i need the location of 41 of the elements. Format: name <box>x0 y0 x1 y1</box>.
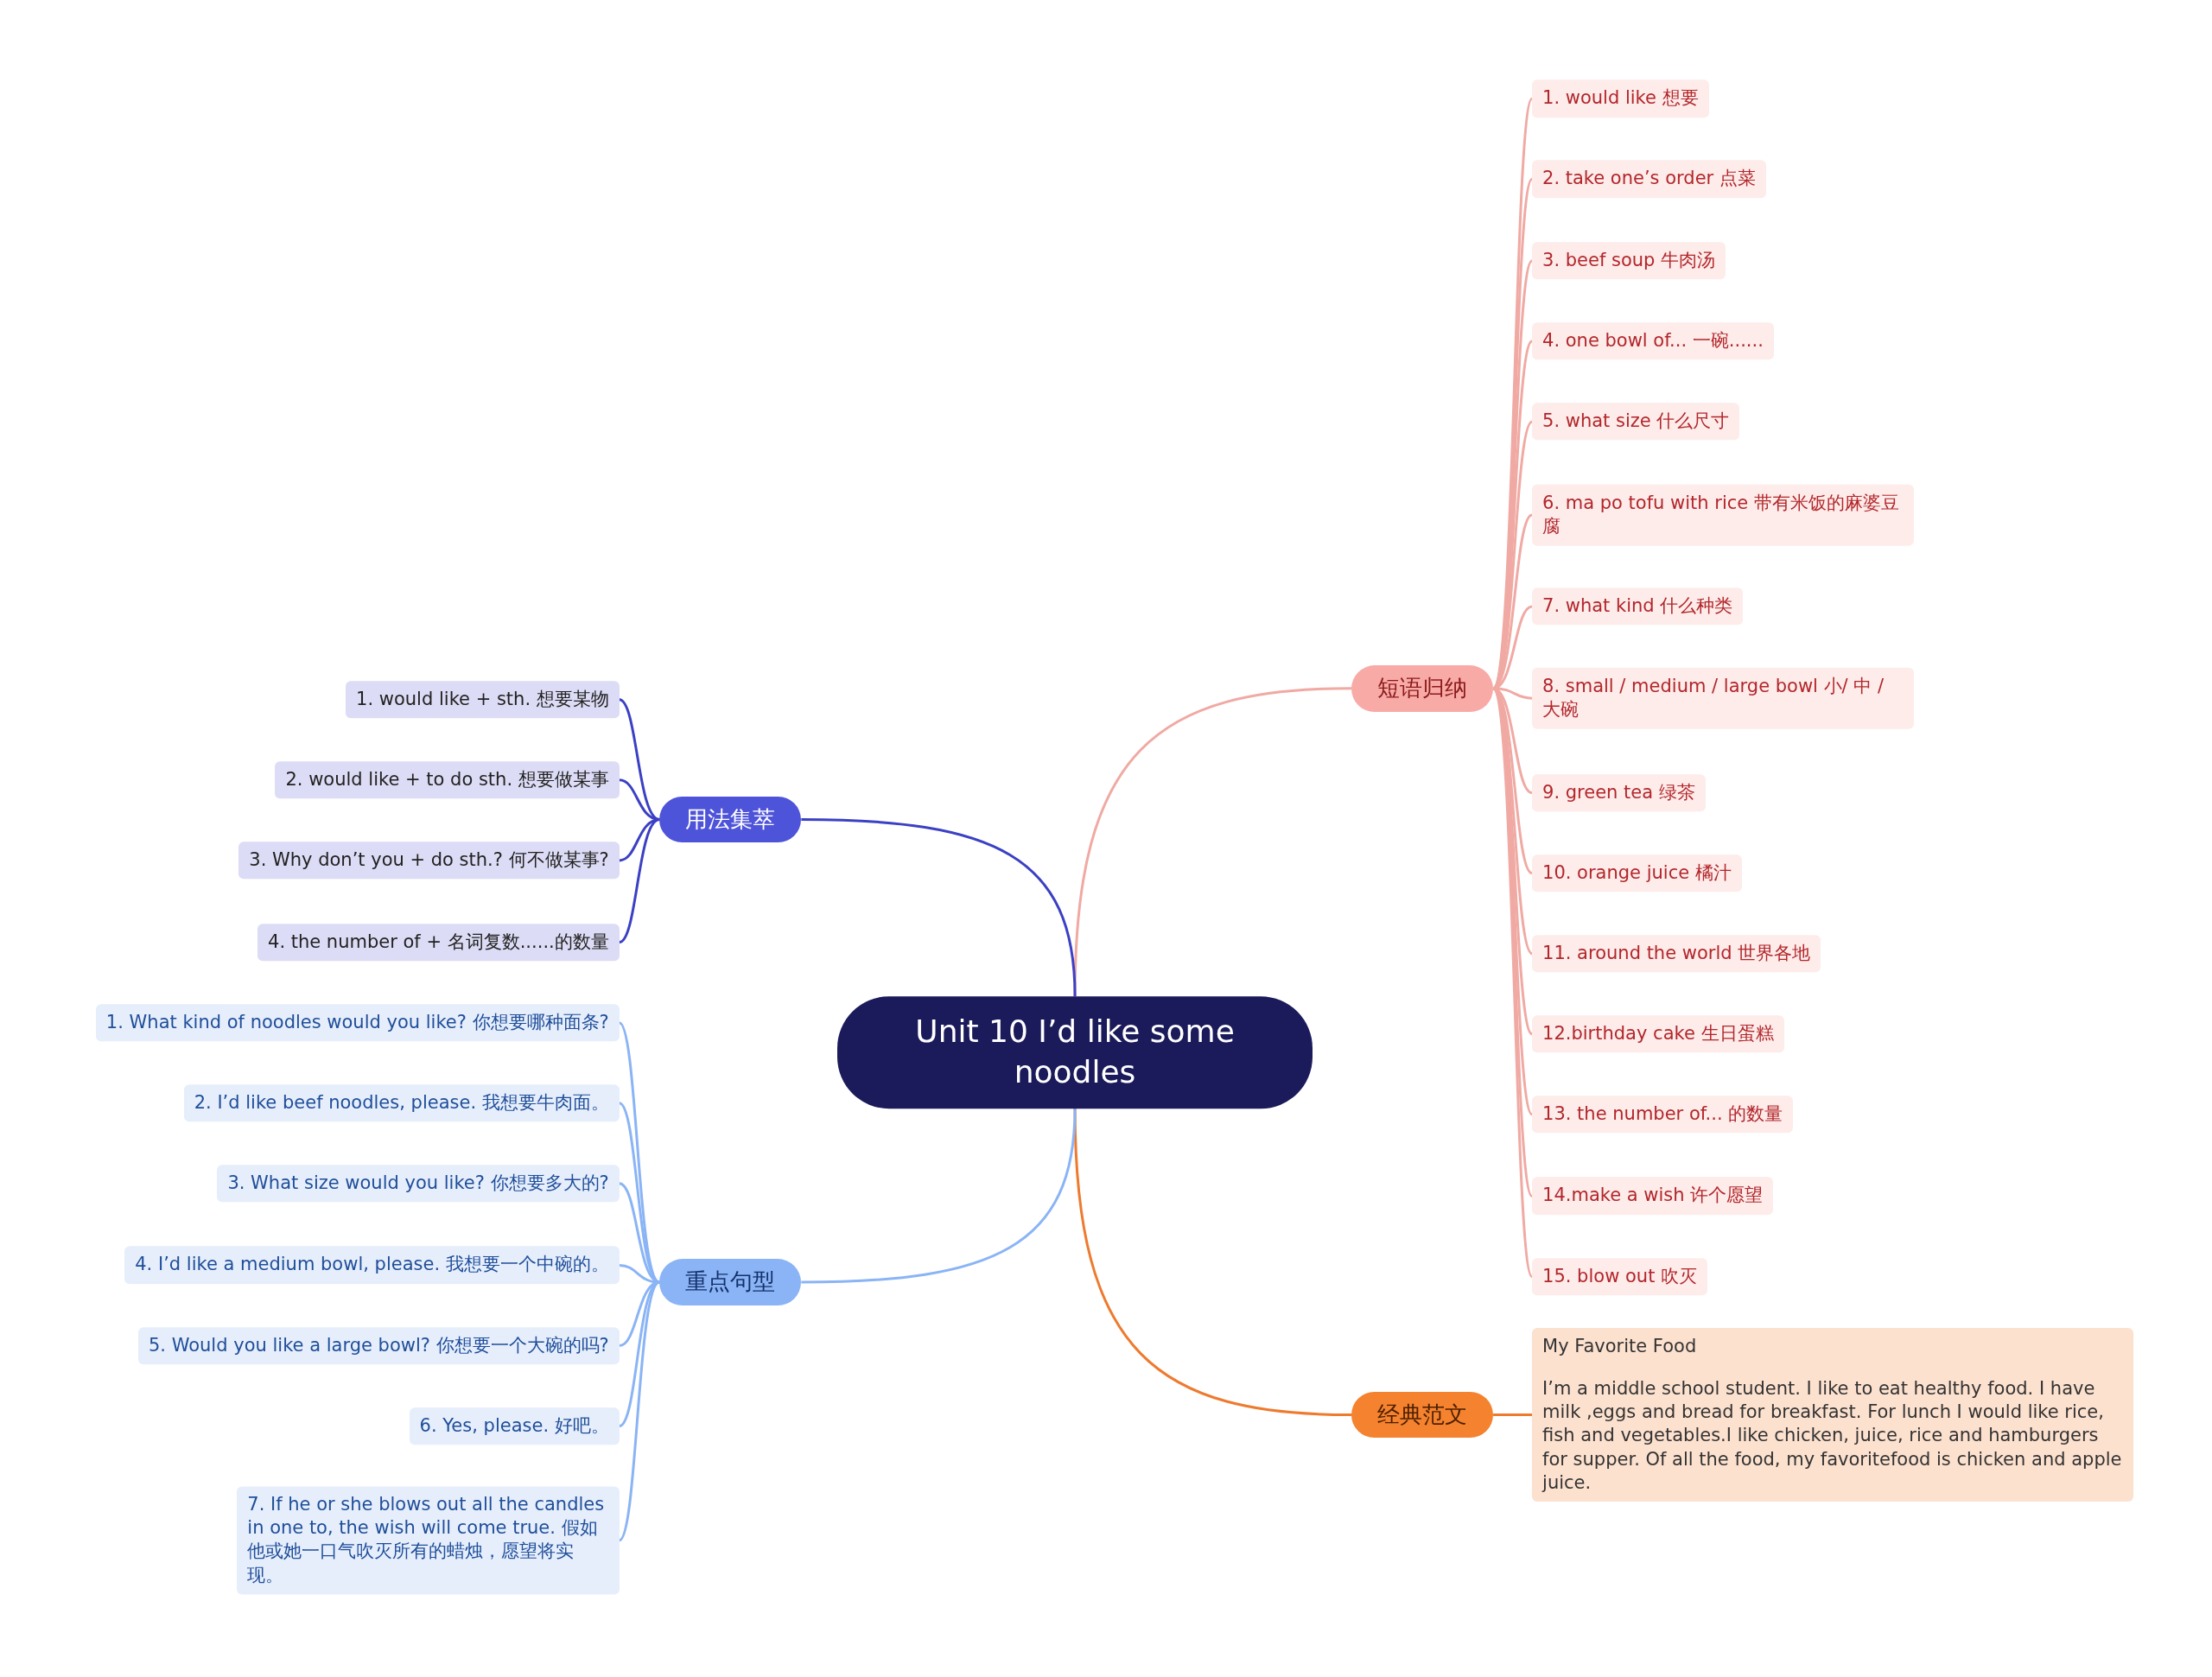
branch-topic-box: 重点句型 <box>659 1259 802 1305</box>
subtopic-box: 1. would like + sth. 想要某物 <box>346 681 620 719</box>
subtopic-box: 4. one bowl of... 一碗...... <box>1532 322 1774 360</box>
subtopic-box: 7. If he or she blows out all the candles in one to, the wish will come true. 假如他或她一口气吹灭所有的蜡烛，愿望将实现。 <box>237 1486 620 1595</box>
subtopic-box: 15. blow out 吹灭 <box>1532 1257 1708 1296</box>
subtopic-box: 2. I’d like beef noodles, please. 我想要牛肉面。 <box>183 1084 620 1122</box>
subtopic-box: 2. would like + to do sth. 想要做某事 <box>275 761 620 799</box>
subtopic-box: 9. green tea 绿茶 <box>1532 773 1706 812</box>
subtopic-box: 12.birthday cake 生日蛋糕 <box>1532 1015 1784 1053</box>
subtopic-box: 3. What size would you like? 你想要多大的? <box>217 1165 620 1203</box>
subtopic-box: 5. what size 什么尺寸 <box>1532 403 1740 441</box>
essay-title: My Favorite Food <box>1542 1334 1698 1358</box>
connector-line <box>619 818 660 862</box>
subtopic-box: 3. beef soup 牛肉汤 <box>1532 242 1726 280</box>
subtopic-box: 11. around the world 世界各地 <box>1532 935 1821 973</box>
subtopic-box: 6. ma po tofu with rice 带有米饭的麻婆豆腐 <box>1532 484 1915 546</box>
subtopic-box: 1. would like 想要 <box>1532 79 1709 118</box>
essay-box <box>1532 1327 2133 1502</box>
connector-line <box>801 1108 1077 1284</box>
essay-paragraph: I’m a middle school student. I like to eat healthy food. I have milk ,eggs and bread for breakfast. For lunch I would like rice, fish and vegetables.I like chicken, juice, rice and hamburgers for supper. Of all the food, my favoritefood is chicken and apple juice. <box>1542 1376 2123 1496</box>
subtopic-box: 8. small / medium / large bowl 小/ 中 / 大碗 <box>1532 667 1915 729</box>
subtopic-box: 14.make a wish 许个愿望 <box>1532 1177 1774 1216</box>
subtopic-box: 1. What kind of noodles would you like? 你想要哪种面条? <box>95 1004 620 1042</box>
branch-topic-box: 用法集萃 <box>659 796 802 843</box>
subtopic-box: 10. orange juice 橘汁 <box>1532 854 1742 892</box>
connector-line <box>618 1281 661 1541</box>
subtopic-box: 3. Why don’t you + do sth.? 何不做某事? <box>238 842 620 880</box>
subtopic-box: 7. what kind 什么种类 <box>1532 588 1744 626</box>
subtopic-box: 2. take one’s order 点菜 <box>1532 160 1766 198</box>
branch-topic-box: 短语归纳 <box>1351 664 1494 712</box>
connector-line <box>801 818 1077 997</box>
subtopic-box: 4. I’d like a medium bowl, please. 我想要一个中碗的。 <box>124 1246 620 1285</box>
connector-line <box>619 818 660 943</box>
connector-line <box>619 698 660 821</box>
subtopic-box: 6. Yes, please. 好吧。 <box>409 1407 620 1445</box>
subtopic-box: 13. the number of... 的数量 <box>1532 1096 1794 1134</box>
branch-topic-box: 经典范文 <box>1351 1391 1494 1439</box>
connector-line <box>1493 1413 1533 1417</box>
subtopic-box: 4. the number of + 名词复数......的数量 <box>257 923 620 962</box>
subtopic-box: 5. Would you like a large bowl? 你想要一个大碗的吗? <box>137 1326 620 1365</box>
root-topic-box: Unit 10 I’d like some noodles <box>836 996 1313 1108</box>
